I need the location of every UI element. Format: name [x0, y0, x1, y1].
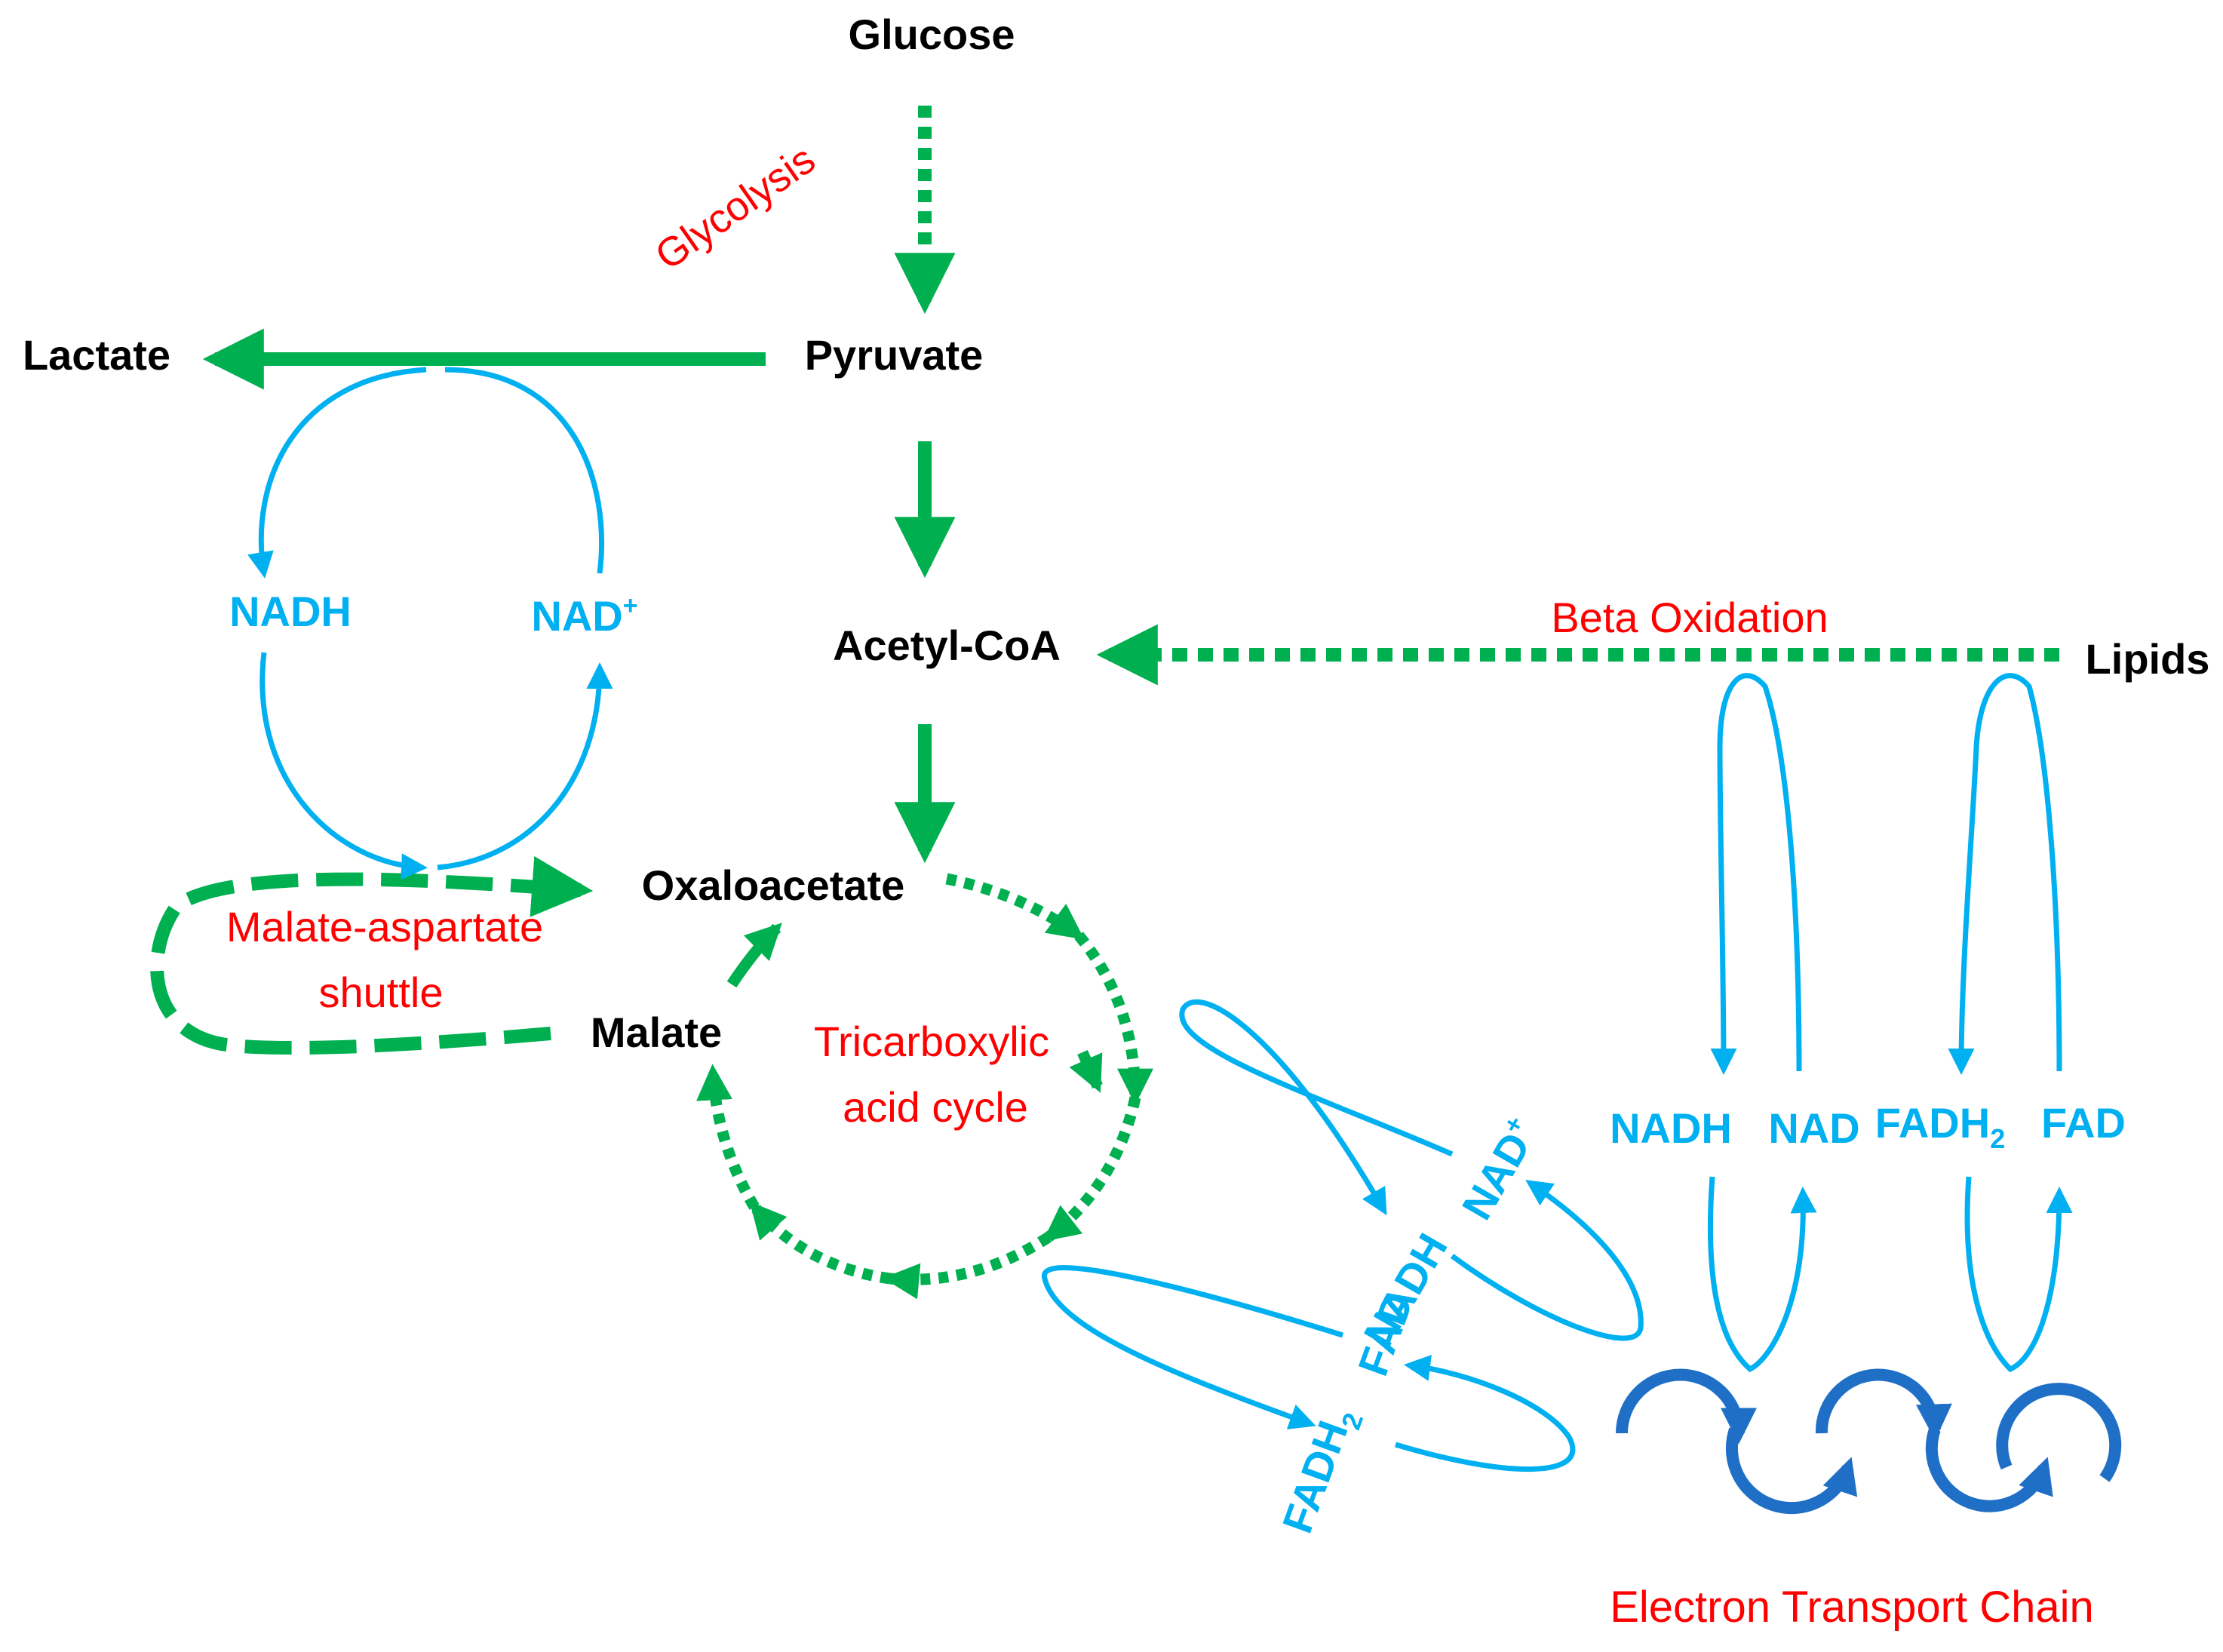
- sub-two: 2: [1990, 1123, 2005, 1154]
- tca-fadh2-label: FADH2: [1273, 1401, 1370, 1542]
- lipids-label: Lipids: [2086, 635, 2210, 683]
- acetyl-coa-label: Acetyl-CoA: [833, 622, 1061, 669]
- tca-fadh2-loop: [1042, 1265, 1576, 1472]
- beta-fadh2-loop: [1948, 673, 2073, 1373]
- tca-label-line1: Tricarboxylic: [814, 1018, 1049, 1065]
- glycolysis-label: Glycolysis: [647, 137, 823, 279]
- beta-nadh-loop: [1707, 673, 1817, 1373]
- lactate-nadh-loop: [247, 367, 613, 880]
- beta-fad-label: FAD: [2041, 1099, 2126, 1147]
- lactate-label: Lactate: [23, 331, 170, 379]
- beta-nad-label: NAD: [1768, 1104, 1859, 1152]
- oxaloacetate-label: Oxaloacetate: [642, 861, 905, 909]
- tca-nad-label: NAD+: [1452, 1111, 1547, 1227]
- malate-label: Malate: [591, 1009, 722, 1056]
- fadh-text: FADH: [1273, 1414, 1357, 1539]
- malate-aspartate-shuttle-loop: [150, 855, 594, 1055]
- beta-nadh-label: NADH: [1610, 1104, 1732, 1152]
- tca-label-line2: acid cycle: [843, 1083, 1028, 1131]
- lactate-nad-label: NAD+: [531, 591, 637, 640]
- beta-oxidation-label: Beta Oxidation: [1551, 594, 1828, 641]
- plus-superscript: +: [623, 591, 638, 620]
- beta-fadh2-label: FADH2: [1875, 1099, 2005, 1154]
- tca-nadh-loop: [1179, 999, 1644, 1341]
- malate-aspartate-label-line2: shuttle: [319, 969, 444, 1016]
- nad-text: NAD: [1453, 1125, 1540, 1228]
- etc-complexes: [1616, 1368, 2122, 1514]
- pyruvate-label: Pyruvate: [805, 331, 984, 379]
- lactate-nadh-label: NADH: [229, 588, 352, 635]
- nad-text: NAD: [531, 592, 622, 640]
- tca-cycle-loop: [696, 873, 1153, 1300]
- etc-label: Electron Transport Chain: [1610, 1583, 2094, 1632]
- glucose-label: Glucose: [849, 11, 1015, 58]
- fadh-text: FADH: [1875, 1099, 1990, 1147]
- malate-aspartate-label-line1: Malate-aspartate: [226, 903, 543, 950]
